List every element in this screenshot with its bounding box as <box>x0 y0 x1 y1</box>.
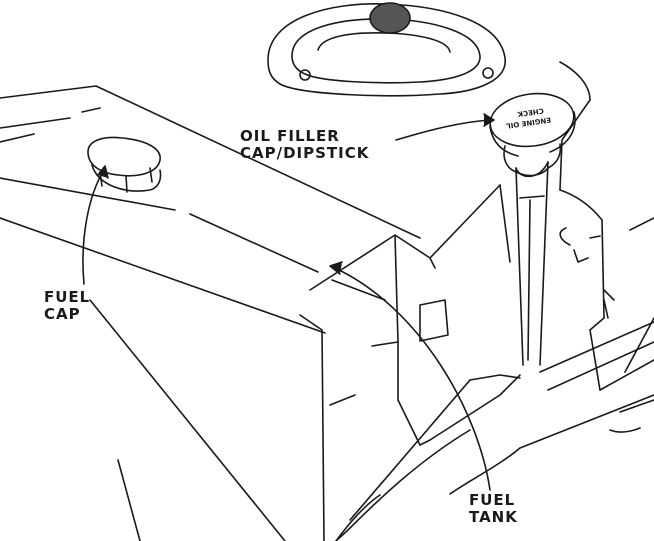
cap-engraving-line2: CHECK <box>516 106 544 118</box>
leader-fuel-tank <box>334 267 491 491</box>
arrowhead <box>97 165 109 179</box>
fuel-tank <box>0 85 421 541</box>
leader-fuel-cap <box>82 169 105 285</box>
leader-oil-cap <box>395 119 491 141</box>
arrowhead <box>483 113 495 127</box>
label-fuel-cap-line1: FUEL <box>44 288 91 306</box>
label-fuel-tank-line1: FUEL <box>469 491 516 509</box>
engine-block <box>449 61 654 495</box>
bolt-hole <box>482 67 494 79</box>
fuel-cap <box>87 136 162 193</box>
label-oil-filler-line2: CAP/DIPSTICK <box>240 144 370 162</box>
label-oil-filler-line1: OIL FILLER <box>240 127 340 145</box>
bolt-hole <box>299 69 311 81</box>
flange-center-hub <box>369 2 411 34</box>
label-oil-filler-cap: OIL FILLER CAP/DIPSTICK <box>240 128 369 162</box>
label-fuel-cap: FUEL CAP <box>44 289 90 323</box>
cap-engraving-line1: ENGINE OIL <box>505 115 551 129</box>
dipstick-tube <box>515 161 549 366</box>
top-flange <box>267 2 506 97</box>
label-fuel-cap-line2: CAP <box>44 305 81 323</box>
oil-filler-cap: ENGINE OIL CHECK <box>489 92 576 177</box>
engine-bracket <box>309 184 521 446</box>
base-rails <box>335 374 521 541</box>
label-fuel-tank-line2: TANK <box>469 508 518 526</box>
arrowhead <box>329 261 343 275</box>
leader-lines <box>82 113 495 491</box>
label-fuel-tank: FUEL TANK <box>469 492 518 526</box>
